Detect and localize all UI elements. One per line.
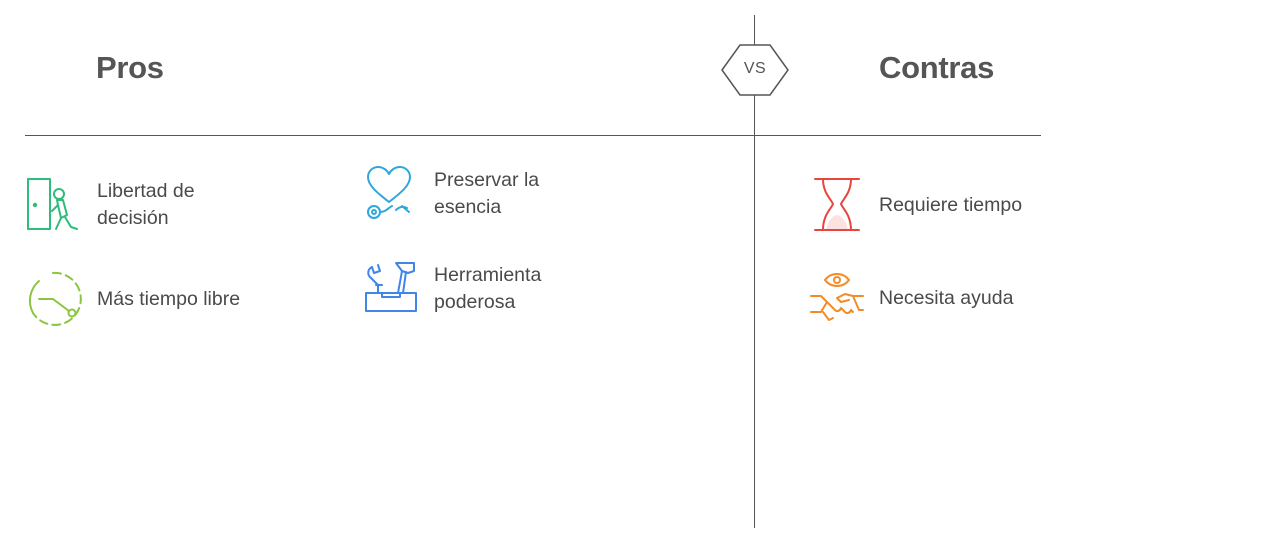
pros-item-label: Libertad de decisión [97,180,195,229]
pros-item-label: Herramienta poderosa [434,264,542,313]
pros-item-label: Preservar la esencia [434,169,540,218]
cons-heading: Contras [879,50,995,85]
cons-item-necesita-ayuda: Necesita ayuda [807,268,1029,328]
pros-item-libertad: Libertad de decisión [25,175,247,235]
versus-label: VS [743,60,767,77]
handshake-eye-icon [807,268,867,328]
cons-item-requiere-tiempo: Requiere tiempo [807,175,1029,235]
vertical-divider [754,15,755,528]
pros-item-herramienta: Herramienta poderosa [362,259,584,319]
pros-item-tiempo-libre: Más tiempo libre [25,269,247,329]
versus-badge: VS [720,40,790,100]
pros-item-preservar: Preservar la esencia [362,164,584,224]
pros-heading: Pros [96,50,164,85]
clock-timer-icon [25,269,85,329]
cons-item-label: Necesita ayuda [879,286,1014,309]
hourglass-icon [807,175,867,235]
toolbox-icon [362,259,422,319]
heart-stethoscope-icon [362,164,422,224]
cons-item-label: Requiere tiempo [879,193,1023,216]
horizontal-divider [25,135,1041,136]
door-exit-person-icon [25,175,85,235]
pros-item-label: Más tiempo libre [97,287,241,310]
